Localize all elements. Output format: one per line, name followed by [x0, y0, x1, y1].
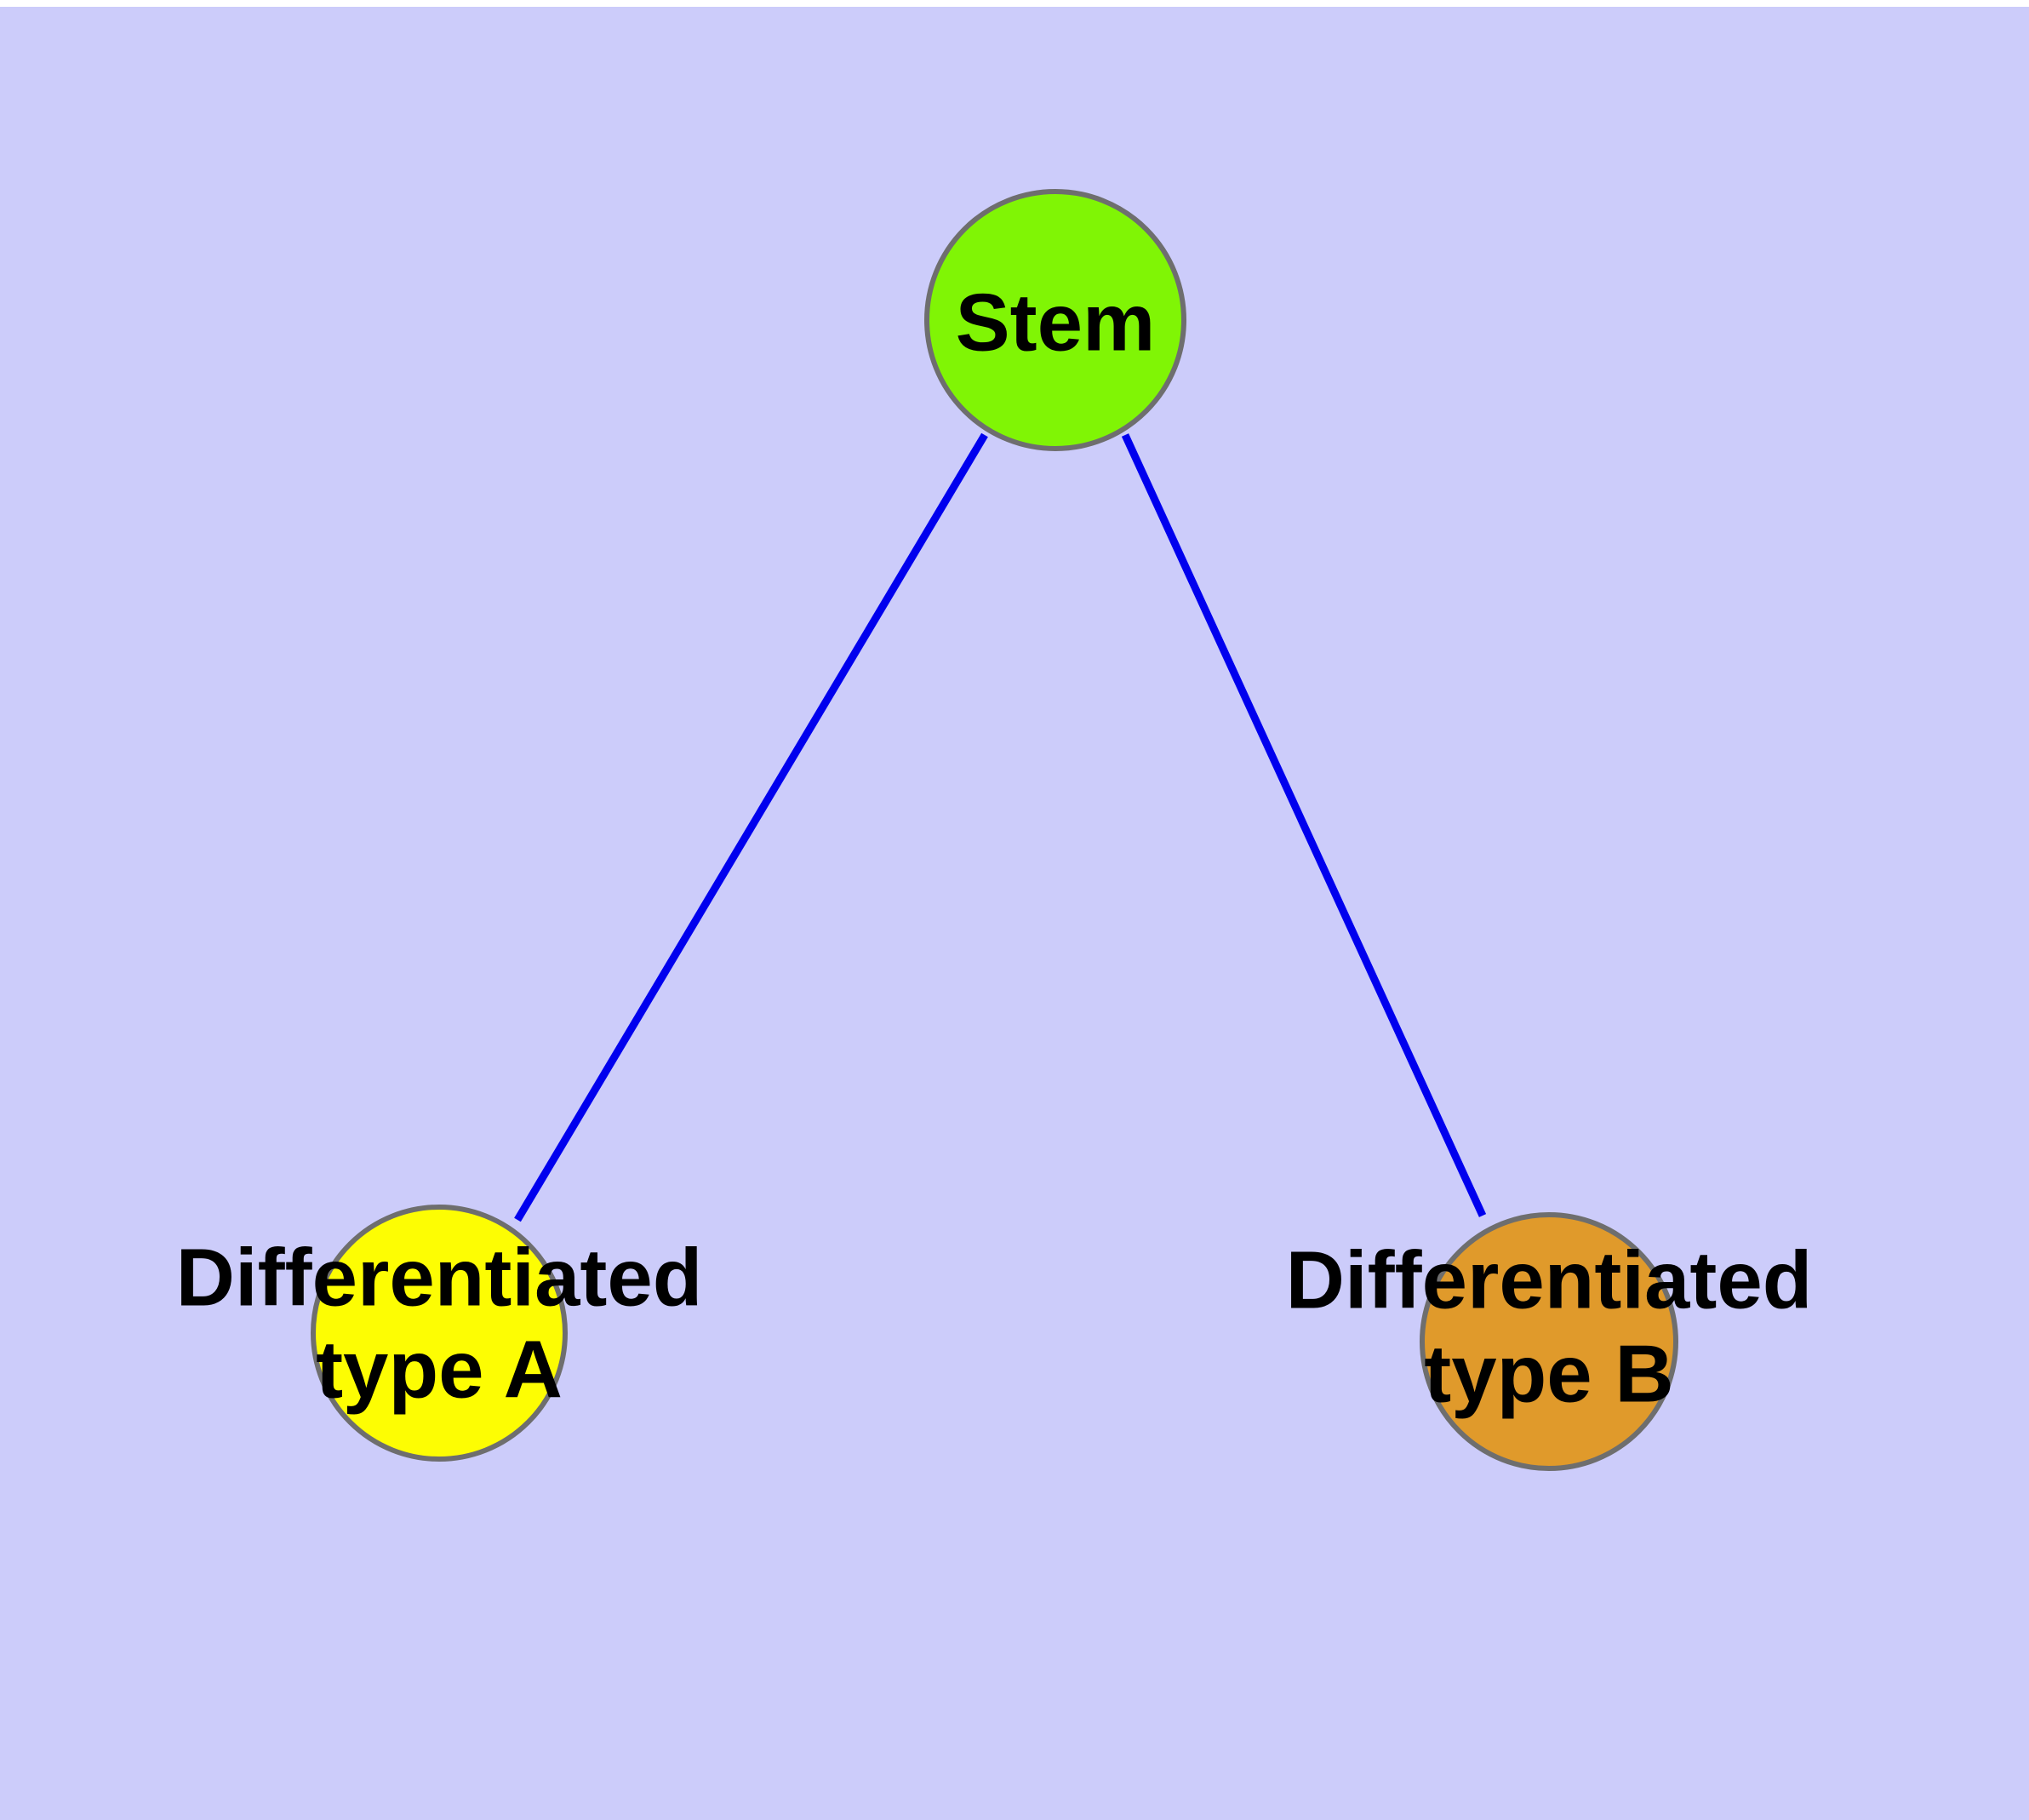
node-differentiated-type-b-circle[interactable] — [1420, 1212, 1678, 1471]
node-differentiated-type-b-label-line1: Differentiated — [1286, 1234, 1813, 1325]
node-differentiated-type-a[interactable]: Differentiated type A — [176, 1205, 703, 1462]
node-stem-circle[interactable] — [924, 189, 1186, 451]
node-differentiated-type-b[interactable]: Differentiated type B — [1286, 1212, 1813, 1471]
node-stem-label: Stem — [956, 277, 1156, 368]
node-differentiated-type-a-circle[interactable] — [311, 1205, 568, 1462]
edge-stem-to-differentiated-type-b[interactable] — [1121, 433, 1487, 1217]
diagram-plot-area: Stem Differentiated type A Differentiate… — [0, 7, 2029, 1820]
node-layer: Stem Differentiated type A Differentiate… — [176, 189, 1813, 1471]
node-differentiated-type-a-label-line2: type A — [316, 1324, 563, 1415]
node-differentiated-type-b-label-line2: type B — [1424, 1328, 1673, 1419]
node-stem[interactable]: Stem — [924, 189, 1186, 451]
node-differentiated-type-a-label-line1: Differentiated — [176, 1232, 703, 1323]
node-link-graph: Stem Differentiated type A Differentiate… — [176, 189, 1813, 1471]
edge-stem-to-differentiated-type-a[interactable] — [514, 432, 988, 1222]
edge-layer — [514, 432, 1487, 1222]
